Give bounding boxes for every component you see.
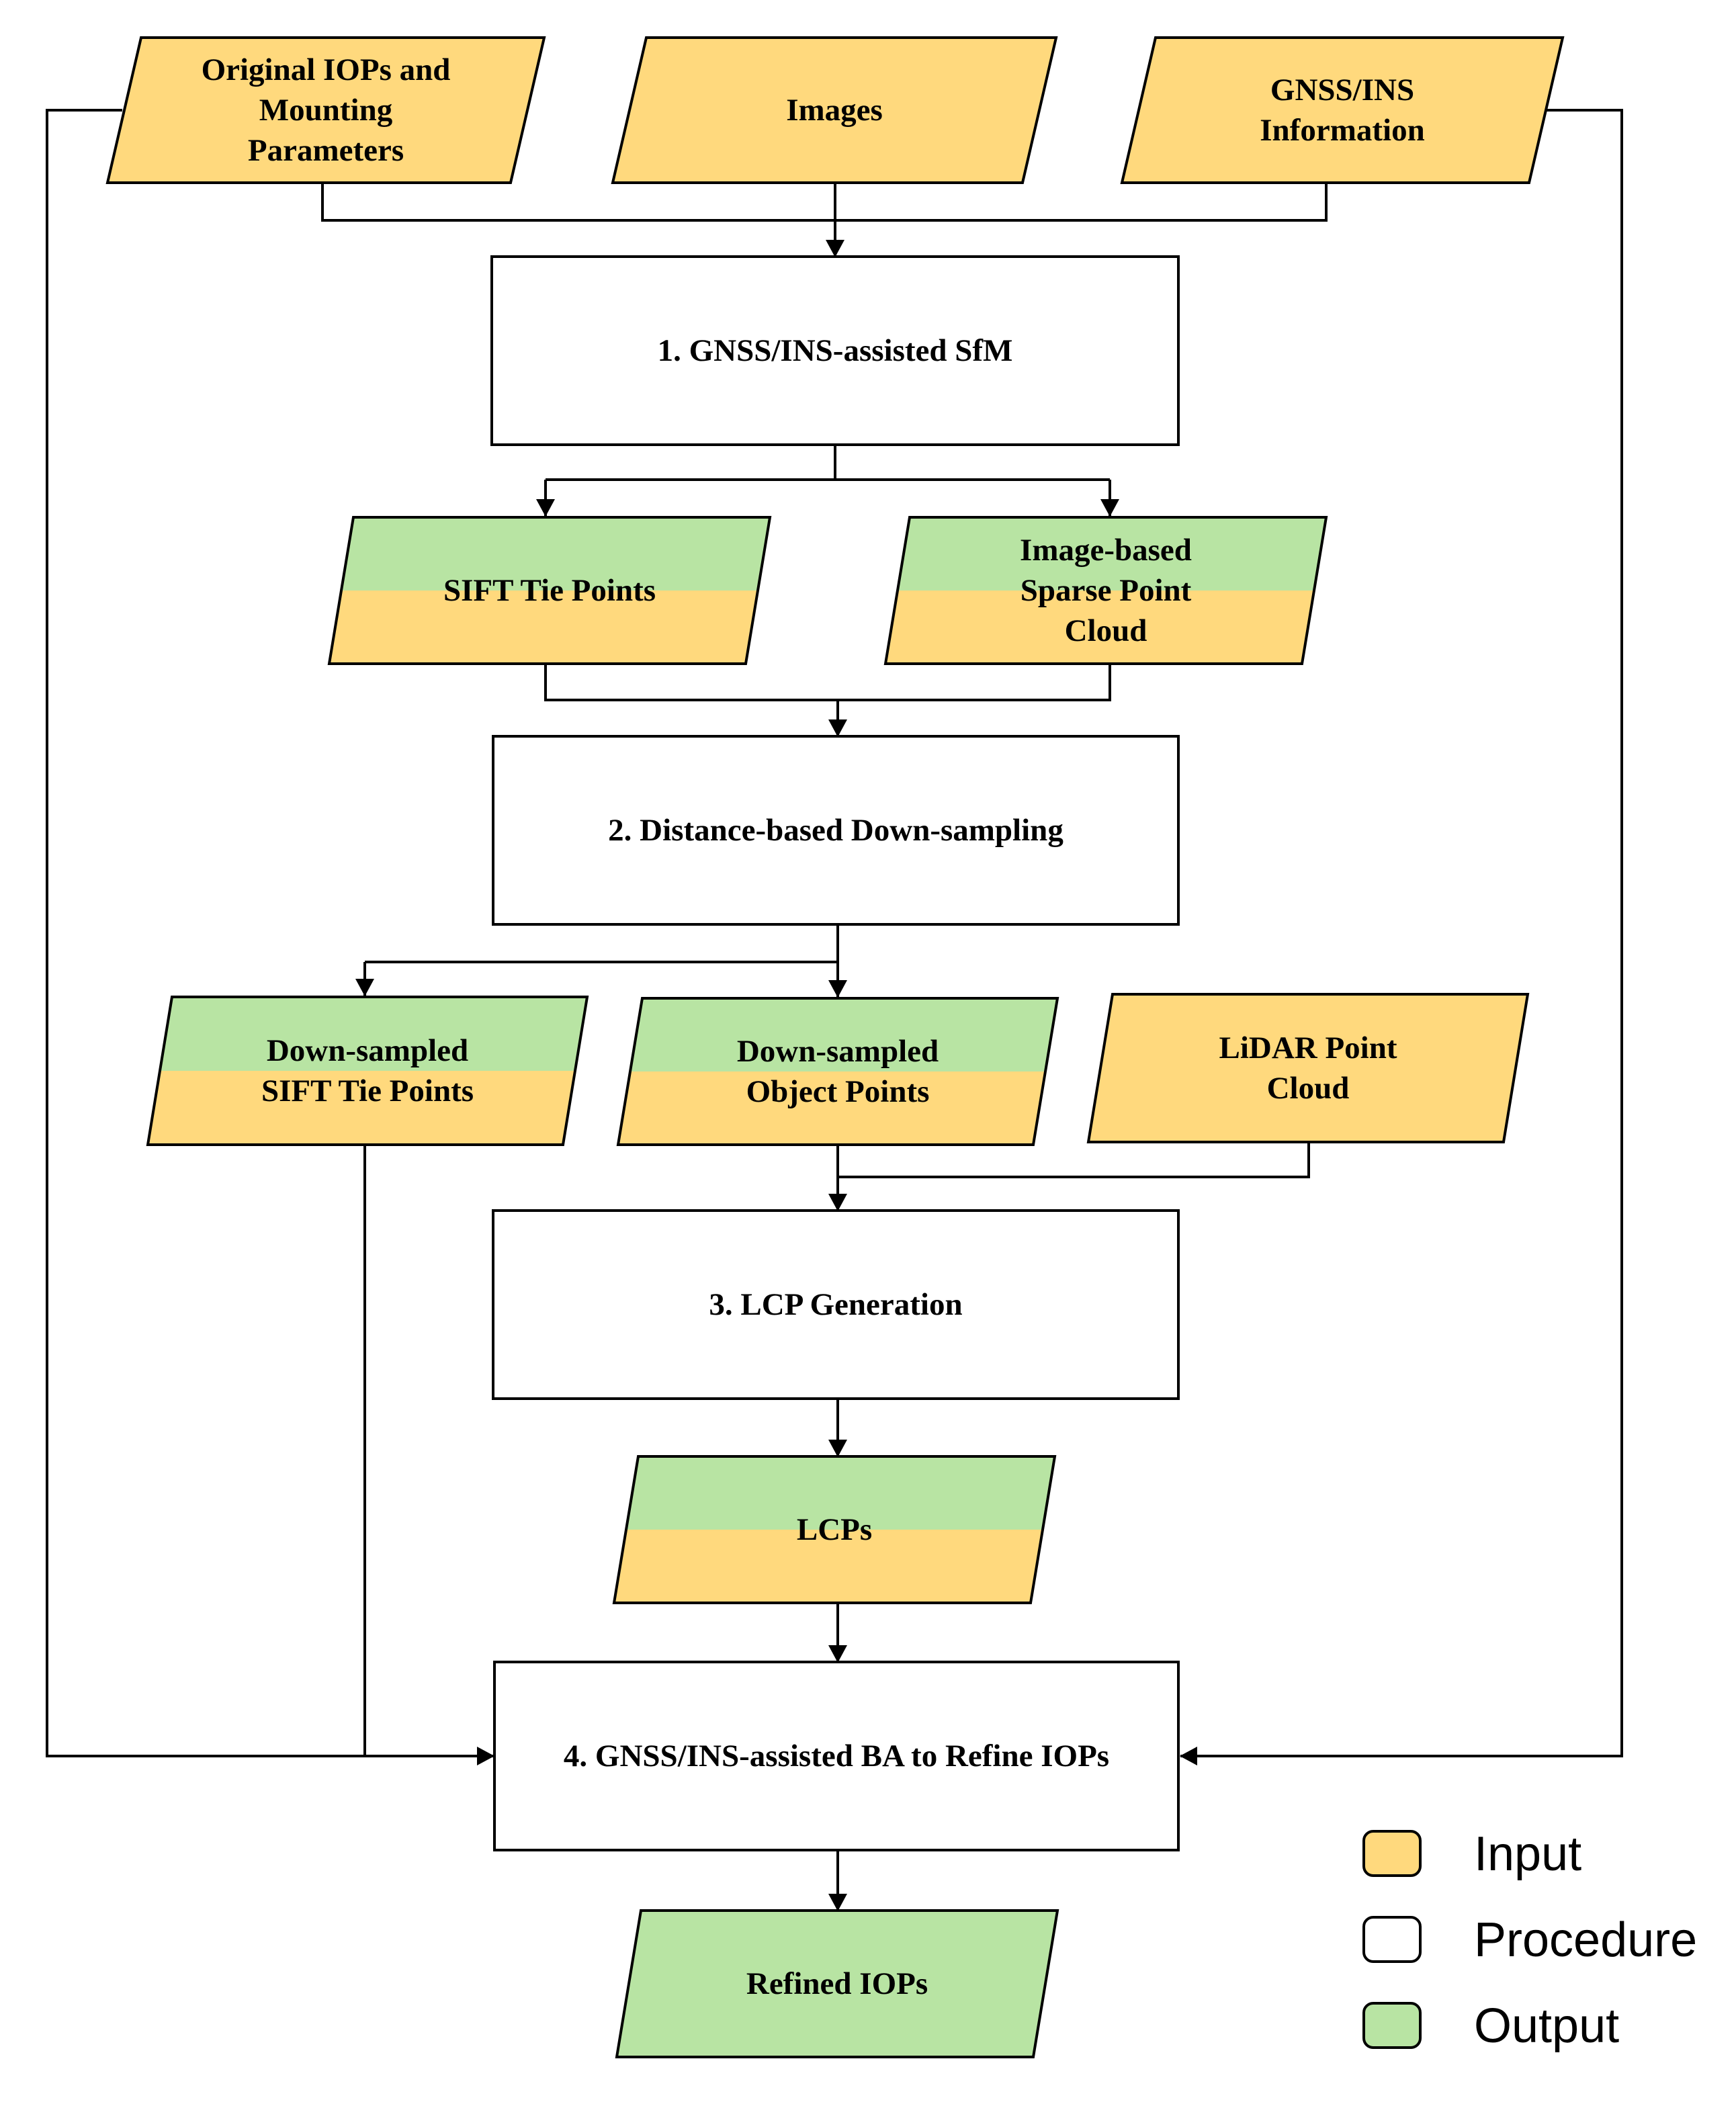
node-label-line: Down-sampled	[267, 1033, 468, 1068]
procedure-box	[493, 1661, 1180, 1851]
connectors	[46, 109, 1623, 1911]
output-band	[885, 517, 1326, 590]
node-lcps: LCPs	[612, 1455, 1057, 1604]
output-band	[148, 997, 587, 1071]
parallelogram-outline	[616, 997, 1059, 1146]
node-proc3: 3. LCP Generation	[492, 1209, 1180, 1400]
node-refined: Refined IOPs	[615, 1909, 1059, 2058]
input-parallelogram	[611, 36, 1058, 184]
node-label-line: SIFT Tie Points	[443, 573, 656, 608]
output-band	[614, 1456, 1055, 1530]
edge-orig-left-loop	[46, 109, 494, 1765]
node-proc1: 1. GNSS/INS-assisted SfM	[490, 255, 1180, 446]
node-label-line: Mounting	[259, 93, 393, 128]
legend-swatch	[1362, 1830, 1422, 1877]
parallelogram-outline	[883, 516, 1328, 665]
node-label-line: GNSS/INS	[1270, 73, 1414, 107]
legend-label: Procedure	[1474, 1913, 1697, 1967]
legend-swatch	[1362, 1916, 1422, 1963]
edge-gnss-to-merge	[835, 183, 1328, 222]
node-label-line: SIFT Tie Points	[261, 1074, 474, 1108]
node-label-line: Down-sampled	[737, 1034, 939, 1069]
output-band	[329, 517, 770, 590]
node-label-line: Original IOPs and	[202, 52, 451, 87]
node-label-line: 2. Distance-based Down-sampling	[608, 813, 1064, 848]
node-label-line: Cloud	[1267, 1071, 1350, 1106]
node-label-line: Object Points	[746, 1074, 930, 1109]
parallelogram-outline	[146, 996, 589, 1146]
edge-gnss-right-loop	[1180, 109, 1623, 1765]
input-band	[329, 590, 770, 664]
legend-label: Input	[1474, 1827, 1581, 1881]
edge-sift-tie-to-merge	[544, 664, 838, 701]
legend-item-input: Input	[1362, 1827, 1581, 1881]
node-label-line: LiDAR Point	[1219, 1031, 1397, 1065]
node-gnss-info: GNSS/INS Information	[1120, 36, 1565, 184]
edge-lidar-to-merge	[838, 1142, 1310, 1178]
legend-label: Output	[1474, 1999, 1619, 2053]
node-label-line: Sparse Point	[1021, 573, 1192, 608]
nodes-layer: Original IOPs andMountingParametersImage…	[105, 36, 1565, 2058]
parallelogram-outline	[612, 1455, 1057, 1604]
node-label-line: Images	[786, 93, 883, 128]
edge-orig-to-merge	[321, 183, 835, 222]
legend-item-procedure: Procedure	[1362, 1913, 1697, 1967]
node-label-line: 3. LCP Generation	[709, 1287, 962, 1322]
output-parallelogram	[615, 1909, 1059, 2058]
input-parallelogram	[105, 36, 546, 184]
node-label-line: LCPs	[797, 1512, 872, 1547]
output-band	[618, 998, 1057, 1071]
node-proc4: 4. GNSS/INS-assisted BA to Refine IOPs	[493, 1661, 1180, 1851]
node-label-line: Information	[1260, 113, 1424, 148]
procedure-box	[492, 735, 1180, 926]
node-label-line: Cloud	[1065, 613, 1147, 648]
node-label-line: Refined IOPs	[746, 1966, 928, 2001]
procedure-box	[490, 255, 1180, 446]
node-label-line: Image-based	[1020, 533, 1192, 568]
legend-swatch	[1362, 2002, 1422, 2049]
input-band	[614, 1530, 1055, 1603]
input-band	[885, 590, 1326, 664]
node-images: Images	[611, 36, 1058, 184]
procedure-box	[492, 1209, 1180, 1400]
node-proc2: 2. Distance-based Down-sampling	[492, 735, 1180, 926]
input-parallelogram	[1120, 36, 1565, 184]
legend-item-output: Output	[1362, 1999, 1619, 2053]
node-sift-tie: SIFT Tie Points	[327, 516, 772, 665]
node-label-line: 4. GNSS/INS-assisted BA to Refine IOPs	[564, 1739, 1109, 1773]
node-label-line: Parameters	[248, 133, 404, 168]
input-band	[618, 1071, 1057, 1145]
parallelogram-outline	[327, 516, 772, 665]
edge-sparse-to-merge	[838, 664, 1111, 701]
input-band	[148, 1071, 587, 1145]
node-label-line: 1. GNSS/INS-assisted SfM	[658, 333, 1013, 368]
input-parallelogram	[1086, 993, 1530, 1143]
